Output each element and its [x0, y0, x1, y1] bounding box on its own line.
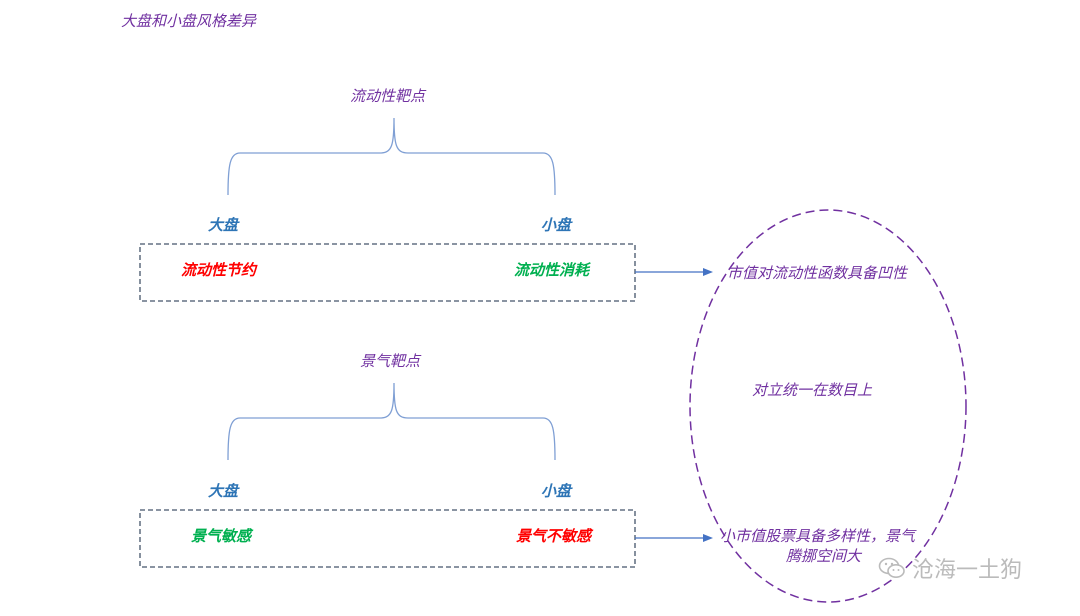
label-large-cap-2: 大盘 — [208, 482, 239, 500]
unity-ellipse — [689, 209, 967, 603]
label-small-cap-2: 小盘 — [541, 482, 572, 500]
brace-top — [227, 117, 556, 196]
text-liquidity-consuming: 流动性消耗 — [514, 261, 590, 279]
watermark: 沧海一土狗 — [878, 552, 1022, 584]
label-small-cap-1: 小盘 — [541, 216, 572, 234]
arrow-liquidity-head — [703, 268, 713, 276]
text-prosperity-insensitive: 景气不敏感 — [516, 527, 592, 545]
heading-prosperity-target: 景气靶点 — [360, 352, 421, 370]
heading-liquidity-target: 流动性靶点 — [350, 87, 426, 105]
conclusion-concavity: 市值对流动性函数具备凹性 — [727, 264, 908, 282]
ellipse-center-text: 对立统一在数目上 — [752, 381, 873, 399]
page-title: 大盘和小盘风格差异 — [121, 12, 257, 30]
watermark-text: 沧海一土狗 — [912, 558, 1023, 583]
conclusion-diversity-line2: 腾挪空间大 — [786, 547, 862, 565]
text-liquidity-saving: 流动性节约 — [181, 261, 257, 279]
arrow-prosperity-head — [703, 534, 713, 542]
wechat-icon — [878, 557, 905, 578]
conclusion-diversity-line1: 小市值股票具备多样性，景气 — [720, 527, 916, 545]
label-large-cap-1: 大盘 — [208, 216, 239, 234]
text-prosperity-sensitive: 景气敏感 — [191, 527, 252, 545]
brace-bottom — [227, 382, 556, 461]
